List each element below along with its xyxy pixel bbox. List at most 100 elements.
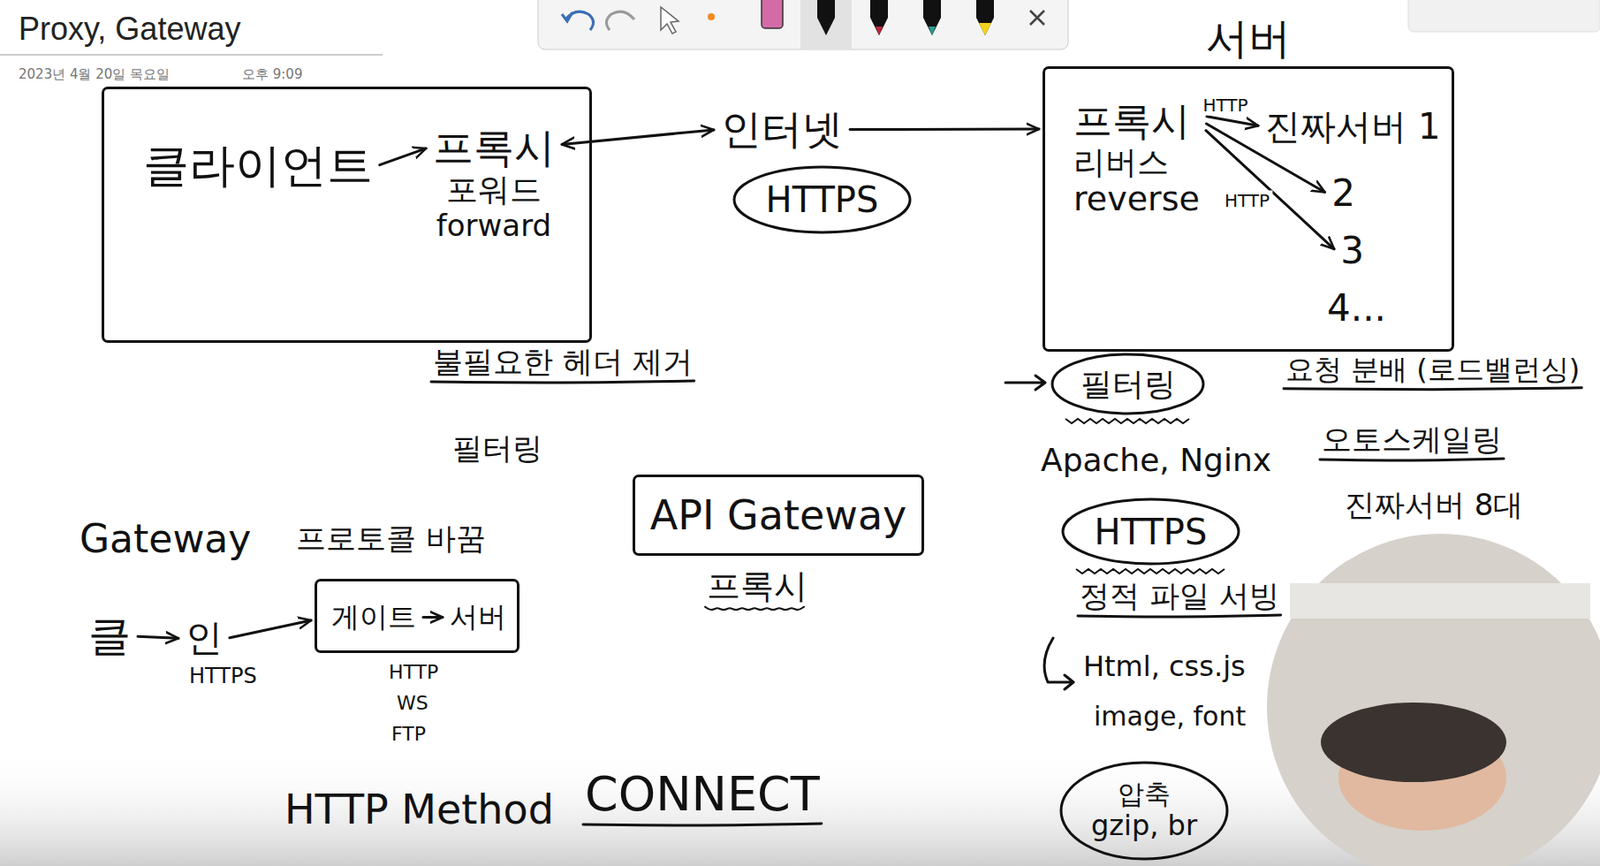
node-text: 3: [1340, 229, 1365, 273]
node-text: HTTPS: [765, 179, 880, 220]
node-text: 게이트: [331, 600, 417, 634]
hand-underline: [1283, 387, 1582, 390]
hand-underline: [1077, 614, 1282, 617]
ellipse-stroke: [1061, 762, 1228, 859]
label-anchor: 요청 분배 (로드밸런싱): [1285, 353, 1580, 387]
hand-underline: [1319, 458, 1504, 461]
arrow-connector: [1206, 116, 1259, 127]
pen-black: [817, 0, 835, 36]
hand-underline: [705, 606, 804, 610]
note: 오토스케일링: [1321, 422, 1502, 457]
close-icon: [1030, 10, 1045, 25]
label-anchor: 2023년 4월 20일 목요일: [18, 67, 170, 83]
note: 정적 파일 서빙: [1079, 578, 1280, 614]
arrow-connector: [229, 620, 311, 638]
method-name: CONNECT: [584, 766, 820, 822]
pen-red-tip: [875, 26, 883, 36]
note: HTTP Method: [284, 786, 554, 834]
time-stamp: 오후 9:09: [242, 67, 303, 83]
real-server: 진짜서버 1: [1261, 104, 1445, 149]
server-number: 3: [1336, 227, 1368, 275]
pen-yellow: [976, 0, 994, 36]
label-anchor: CONNECT: [584, 766, 820, 822]
pen-teal-tip: [928, 26, 936, 36]
label-anchor: 정적 파일 서빙: [1079, 578, 1280, 614]
note: 진짜서버 8대: [1344, 487, 1524, 523]
node-text: API Gateway: [650, 492, 908, 539]
client-label: 클라이언트: [139, 137, 377, 195]
color-dot: [707, 13, 715, 21]
forward-proxy: 프록시포워드forward: [429, 122, 559, 245]
protocol-note: FTP: [391, 722, 426, 745]
ellipse-stroke: [1052, 354, 1204, 414]
label-anchor: 오후 9:09: [242, 67, 303, 83]
hand-underline: [583, 823, 822, 826]
arrow-connector: [423, 615, 443, 619]
protocol-note: WS: [396, 691, 429, 714]
arrow-connector: [379, 148, 426, 166]
node-text: 필터링: [1080, 365, 1176, 402]
toolbar-panel: [538, 0, 1069, 50]
label-anchor: HTTP: [388, 660, 439, 683]
note: 프로토콜 바꿈: [295, 521, 486, 556]
date-stamp: 2023년 4월 20일 목요일: [18, 67, 170, 83]
selected-tool-bg: [800, 0, 852, 50]
node-text: forward: [436, 208, 552, 243]
ellipse-stroke: [1062, 499, 1239, 564]
api-gateway-box: API Gateway: [632, 474, 925, 556]
edge-label-anchor: HTTP: [1221, 189, 1273, 211]
https-bubble: HTTPS: [731, 164, 913, 236]
note: Apache, Nginx: [1040, 441, 1272, 478]
note: 프록시: [706, 567, 808, 607]
webcam-overlay: [1266, 533, 1600, 866]
title-anchor: Proxy, Gateway: [18, 10, 241, 47]
webcam-circle: [1266, 533, 1600, 866]
server-number: 4...: [1323, 285, 1390, 333]
node-text: 클라이언트: [143, 139, 373, 193]
client-group-box: 클라이언트 프록시포워드forward: [101, 86, 592, 343]
undo-icon-head: [561, 12, 573, 22]
node-text: 프록시: [432, 124, 555, 172]
node-text: reverse: [1073, 180, 1200, 220]
edge-label: HTTP: [1199, 95, 1251, 116]
gateway-label: 게이트: [327, 599, 420, 636]
node-text: 클: [88, 611, 131, 660]
label-anchor: 오토스케일링: [1321, 422, 1502, 457]
label-anchor: HTTP Method: [284, 786, 554, 834]
arrow-connector: [849, 128, 1039, 131]
node-text: 압축: [1117, 779, 1171, 811]
window-icons: [1408, 0, 1600, 32]
label-anchor: WS: [396, 691, 429, 714]
webcam-background: [1289, 583, 1591, 619]
https-bubble: HTTPS: [1060, 496, 1242, 567]
edge-label: HTTP: [1221, 189, 1273, 211]
node-text: 리버스: [1073, 144, 1169, 181]
node-text: gzip, br: [1091, 809, 1198, 842]
page-title: Proxy, Gateway: [18, 10, 241, 47]
node-text: 인: [185, 616, 223, 660]
hook-arrow: [1044, 637, 1074, 690]
gateway-server-box: 게이트서버: [314, 578, 520, 653]
node-text: 진짜서버 1: [1265, 106, 1441, 147]
pen-yellow-tip: [978, 22, 992, 36]
label-anchor: FTP: [391, 722, 426, 745]
ellipse-stroke: [734, 166, 910, 233]
arrow-connector: [137, 636, 179, 638]
filter-bubble: 필터링: [1049, 351, 1206, 417]
label-anchor: 프로토콜 바꿈: [295, 521, 486, 556]
pointer-arrow: [1005, 375, 1046, 390]
arrow-connector: [1205, 130, 1335, 250]
node-text: HTTPS: [1094, 511, 1208, 553]
webcam-hair: [1320, 702, 1507, 782]
undo-icon: [565, 11, 594, 31]
client-short: 클: [84, 609, 135, 663]
arrow-connector: [561, 129, 714, 145]
label-anchor: Apache, Nginx: [1040, 441, 1272, 478]
squiggle-underline: [1076, 568, 1225, 574]
label-anchor: 프록시: [706, 567, 808, 607]
pen-teal: [923, 0, 941, 36]
internet-label: 인터넷: [717, 104, 847, 155]
cursor-icon: [660, 7, 679, 34]
node-text: 프록시: [1073, 98, 1191, 145]
server-number: 2: [1327, 170, 1359, 218]
